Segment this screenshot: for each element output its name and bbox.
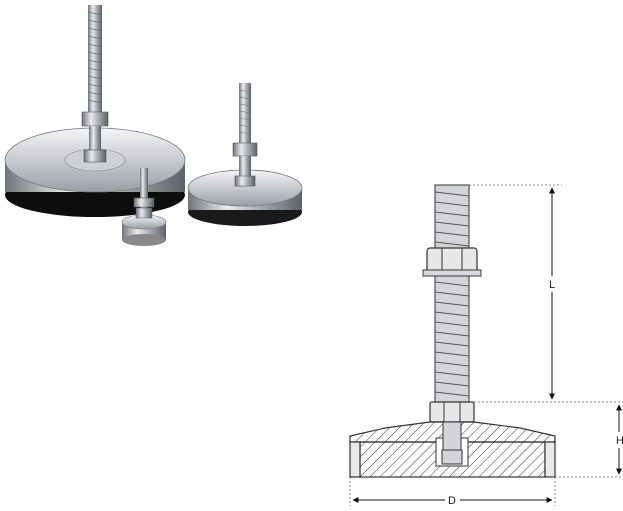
drawing-extension-lines [349, 184, 623, 506]
drawing-lower-hex-nut [429, 401, 475, 423]
small-foot-threaded-stud [140, 168, 148, 218]
medium-foot-threads [238, 89, 252, 135]
medium-leveling-foot [187, 83, 303, 226]
drawing-threaded-rod [434, 184, 470, 404]
dimension-L-label: L [549, 279, 555, 291]
large-foot-hex-nut [81, 111, 109, 127]
medium-foot-hex-nut [232, 142, 258, 157]
drawing-upper-hex-nut [422, 247, 482, 277]
large-foot-lower-stud [89, 126, 101, 156]
dimension-H: H [614, 404, 623, 475]
small-foot-lower-nut [135, 207, 153, 219]
small-foot-base-bottom [122, 234, 166, 246]
medium-foot-lower-stud [239, 156, 251, 182]
medium-foot-threaded-stud [239, 83, 251, 148]
dimension-H-label: H [616, 435, 623, 447]
small-leveling-foot [121, 168, 167, 246]
dimension-D: D [352, 492, 553, 507]
small-foot-hex-nut [133, 197, 155, 208]
leveling-foot-technical-drawing: L H D [349, 184, 623, 507]
large-foot-threads [87, 11, 103, 104]
large-foot-threaded-stud [88, 5, 102, 115]
large-foot-lower-nut [83, 149, 107, 163]
drawing-base-section [349, 421, 556, 478]
leveling-feet-photo [4, 5, 303, 246]
medium-foot-lower-nut [234, 175, 256, 187]
dimension-D-label: D [448, 495, 456, 507]
dimension-L: L [545, 187, 559, 400]
large-leveling-foot [4, 5, 186, 217]
